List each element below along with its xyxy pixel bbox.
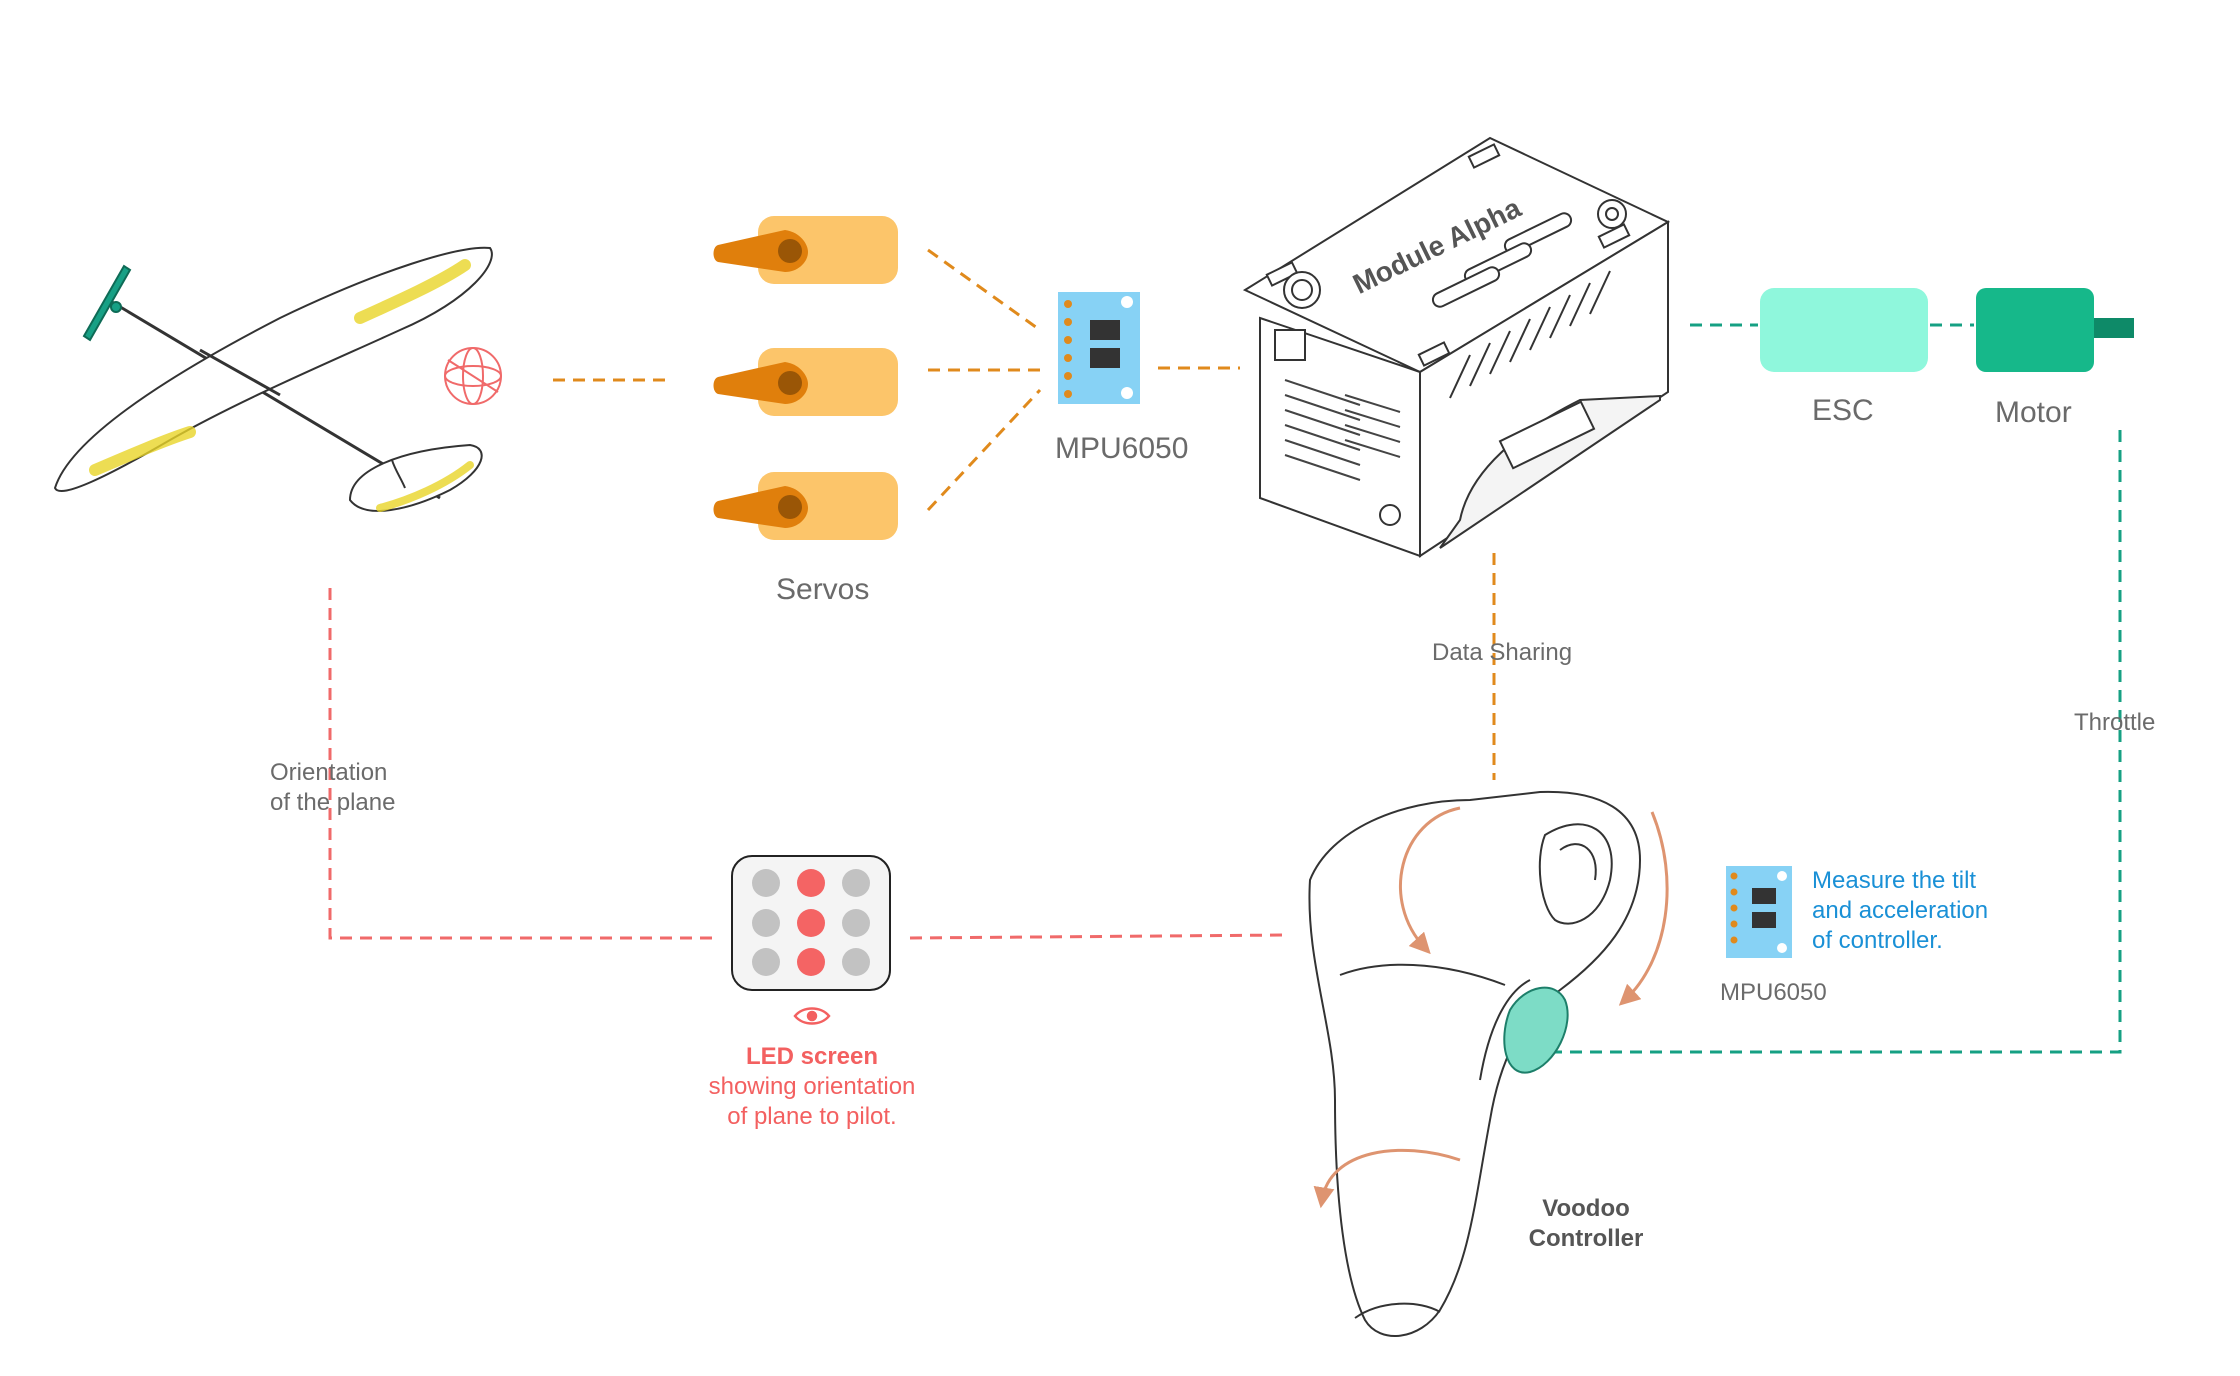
eye-icon [793, 1007, 831, 1025]
controller-line1: Voodoo [1542, 1195, 1630, 1222]
link-orientation [328, 588, 716, 940]
measure-line2: and acceleration [1812, 897, 1989, 924]
esc-block [1760, 288, 1928, 372]
motor-block [1976, 288, 2134, 372]
gyro-orientation-icon [444, 347, 502, 405]
module-alpha-box [1242, 136, 1671, 558]
mpu6050-top-label: MPU6050 [1055, 432, 1189, 465]
servo-middle [713, 348, 898, 416]
mpu6050-bottom-label: MPU6050 [1720, 979, 1827, 1006]
servo-bottom [713, 472, 898, 540]
servo-group [713, 216, 898, 540]
data-sharing-label: Data Sharing [1432, 639, 1573, 666]
servo-top [713, 216, 898, 284]
link-throttle [1552, 430, 2122, 1054]
link-servo-bot-mpu [926, 388, 1042, 512]
orientation-label: Orientation of the plane [270, 758, 395, 818]
measure-line3: of controller. [1812, 927, 1943, 954]
voodoo-controller-label: Voodoo Controller [1516, 1194, 1656, 1254]
mpu6050-board-bottom [1726, 866, 1792, 958]
servos-label: Servos [776, 573, 870, 606]
led-screen-line2: showing orientation [708, 1073, 916, 1100]
motor-label: Motor [1995, 396, 2072, 429]
controller-line2: Controller [1528, 1225, 1644, 1252]
throttle-label: Throttle [2074, 709, 2156, 736]
measure-line1: Measure the tilt [1812, 867, 1977, 894]
mpu6050-board-top [1058, 292, 1140, 404]
link-led-controller [909, 933, 1287, 940]
airplane-illustration [53, 246, 493, 512]
link-servo-top-mpu [927, 248, 1041, 332]
orientation-label-line2: of the plane [270, 789, 396, 816]
led-screen-line3: of plane to pilot. [727, 1103, 897, 1130]
led-screen [731, 855, 891, 991]
orientation-label-line1: Orientation [270, 759, 388, 786]
measure-tilt-caption: Measure the tilt and acceleration of con… [1812, 866, 1988, 956]
rotation-arrows [1313, 806, 1669, 1209]
voodoo-controller [1308, 790, 1642, 1337]
led-screen-title: LED screen [745, 1043, 879, 1070]
esc-label: ESC [1812, 394, 1874, 427]
led-screen-caption: LED screen showing orientation of plane … [692, 1042, 932, 1132]
